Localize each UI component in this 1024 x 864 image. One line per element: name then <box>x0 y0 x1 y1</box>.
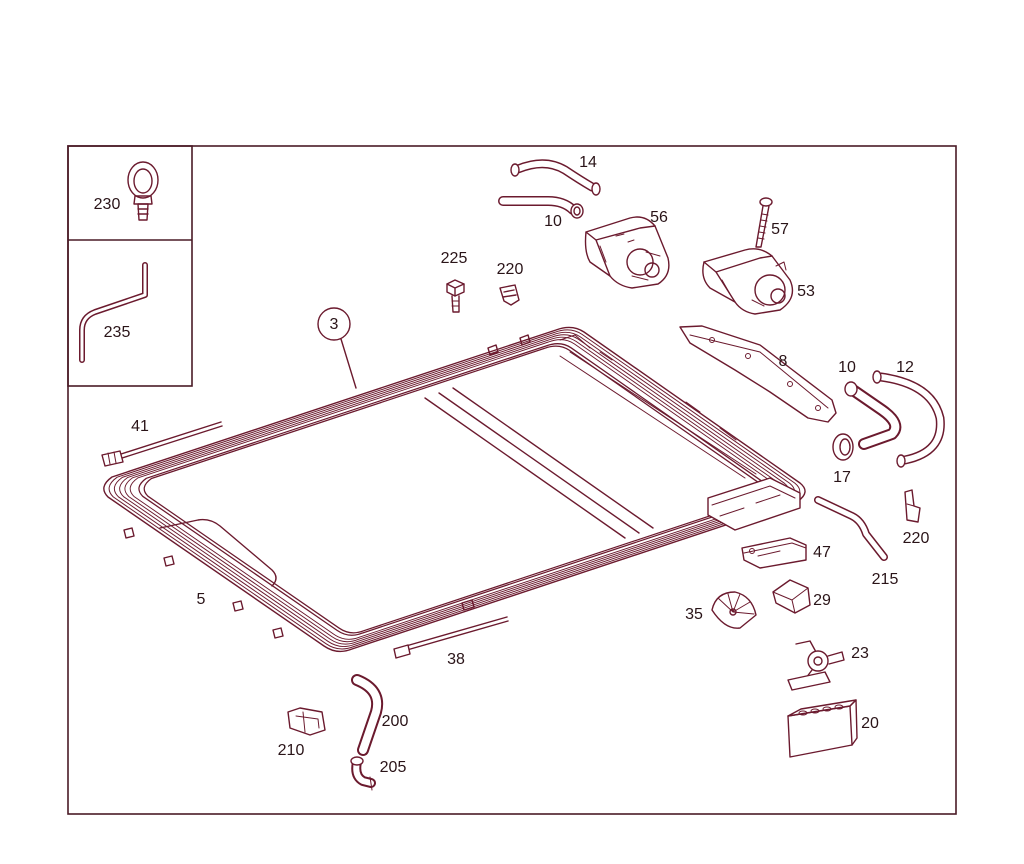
callout-38[interactable]: 38 <box>447 651 465 668</box>
callout-56[interactable]: 56 <box>650 209 668 226</box>
bolt-225-part <box>446 279 465 313</box>
callout-3[interactable]: 3 <box>330 316 339 333</box>
frame-crossbar <box>424 387 654 539</box>
frame-rail-line <box>124 336 785 643</box>
inset-box <box>67 145 193 387</box>
eye-bolt-part <box>127 161 159 221</box>
callout-225[interactable]: 225 <box>441 250 468 267</box>
cable-41-part <box>101 421 223 467</box>
callout-10-top[interactable]: 10 <box>544 213 562 230</box>
cable-38-part <box>393 616 509 659</box>
callout-53[interactable]: 53 <box>797 283 815 300</box>
callout-210[interactable]: 210 <box>278 742 305 759</box>
callout-35[interactable]: 35 <box>685 606 703 623</box>
callout-23[interactable]: 23 <box>851 645 869 662</box>
hose-10-right-part <box>844 381 902 450</box>
clip-220-top-part <box>499 284 520 306</box>
bracket-47-part <box>741 537 807 569</box>
callout-215[interactable]: 215 <box>872 571 899 588</box>
callout-220-right[interactable]: 220 <box>903 530 930 547</box>
frame-rail-line <box>113 331 796 648</box>
frame-corner-detail <box>559 334 737 441</box>
callout-3-marker[interactable]: 3 <box>317 307 357 389</box>
callout-14[interactable]: 14 <box>579 154 597 171</box>
frame-rear-bracket-detail <box>711 485 796 517</box>
guide-35-part <box>711 591 757 629</box>
hose-215-part <box>814 496 888 561</box>
hose-200-part <box>351 674 384 756</box>
diagram-border <box>67 145 957 815</box>
clip-29-part <box>772 579 811 614</box>
frame-rail-line <box>119 334 790 645</box>
frame-mounting-tabs <box>123 334 531 639</box>
tool-rod-part <box>79 262 148 363</box>
callout-3-leader <box>340 338 357 389</box>
callout-12[interactable]: 12 <box>896 359 914 376</box>
elbow-205-part <box>350 756 376 791</box>
callout-235[interactable]: 235 <box>104 324 131 341</box>
frame-rear-rail <box>559 351 757 479</box>
hose-12-part <box>872 370 945 468</box>
clip-210-part <box>287 707 326 736</box>
callout-47[interactable]: 47 <box>813 544 831 561</box>
callout-8[interactable]: 8 <box>779 353 788 370</box>
grommet-17-part <box>832 433 854 461</box>
callout-10-right[interactable]: 10 <box>838 359 856 376</box>
motor-53-part <box>702 248 794 315</box>
callout-29[interactable]: 29 <box>813 592 831 609</box>
frame-drain-channel <box>159 518 277 587</box>
callout-57[interactable]: 57 <box>771 221 789 238</box>
callout-220-top[interactable]: 220 <box>497 261 524 278</box>
frame-rear-bracket <box>707 477 801 531</box>
frame-rail-line <box>138 343 771 636</box>
screw-57-part <box>755 197 773 248</box>
callout-5[interactable]: 5 <box>197 591 206 608</box>
callout-205[interactable]: 205 <box>380 759 407 776</box>
callout-20[interactable]: 20 <box>861 715 879 732</box>
valve-23-part <box>787 640 845 691</box>
motor-56-part <box>584 216 670 289</box>
callout-200[interactable]: 200 <box>382 713 409 730</box>
hose-14-part <box>510 159 601 196</box>
frame-rail-line <box>129 339 780 640</box>
sunroof-frame <box>103 326 806 653</box>
callout-17[interactable]: 17 <box>833 469 851 486</box>
callout-230[interactable]: 230 <box>94 196 121 213</box>
callout-41[interactable]: 41 <box>131 418 149 435</box>
clip-220-right-part <box>904 489 921 523</box>
hose-10-top-part <box>498 196 584 219</box>
block-20-part <box>787 699 858 758</box>
bracket-8-part <box>679 325 837 423</box>
